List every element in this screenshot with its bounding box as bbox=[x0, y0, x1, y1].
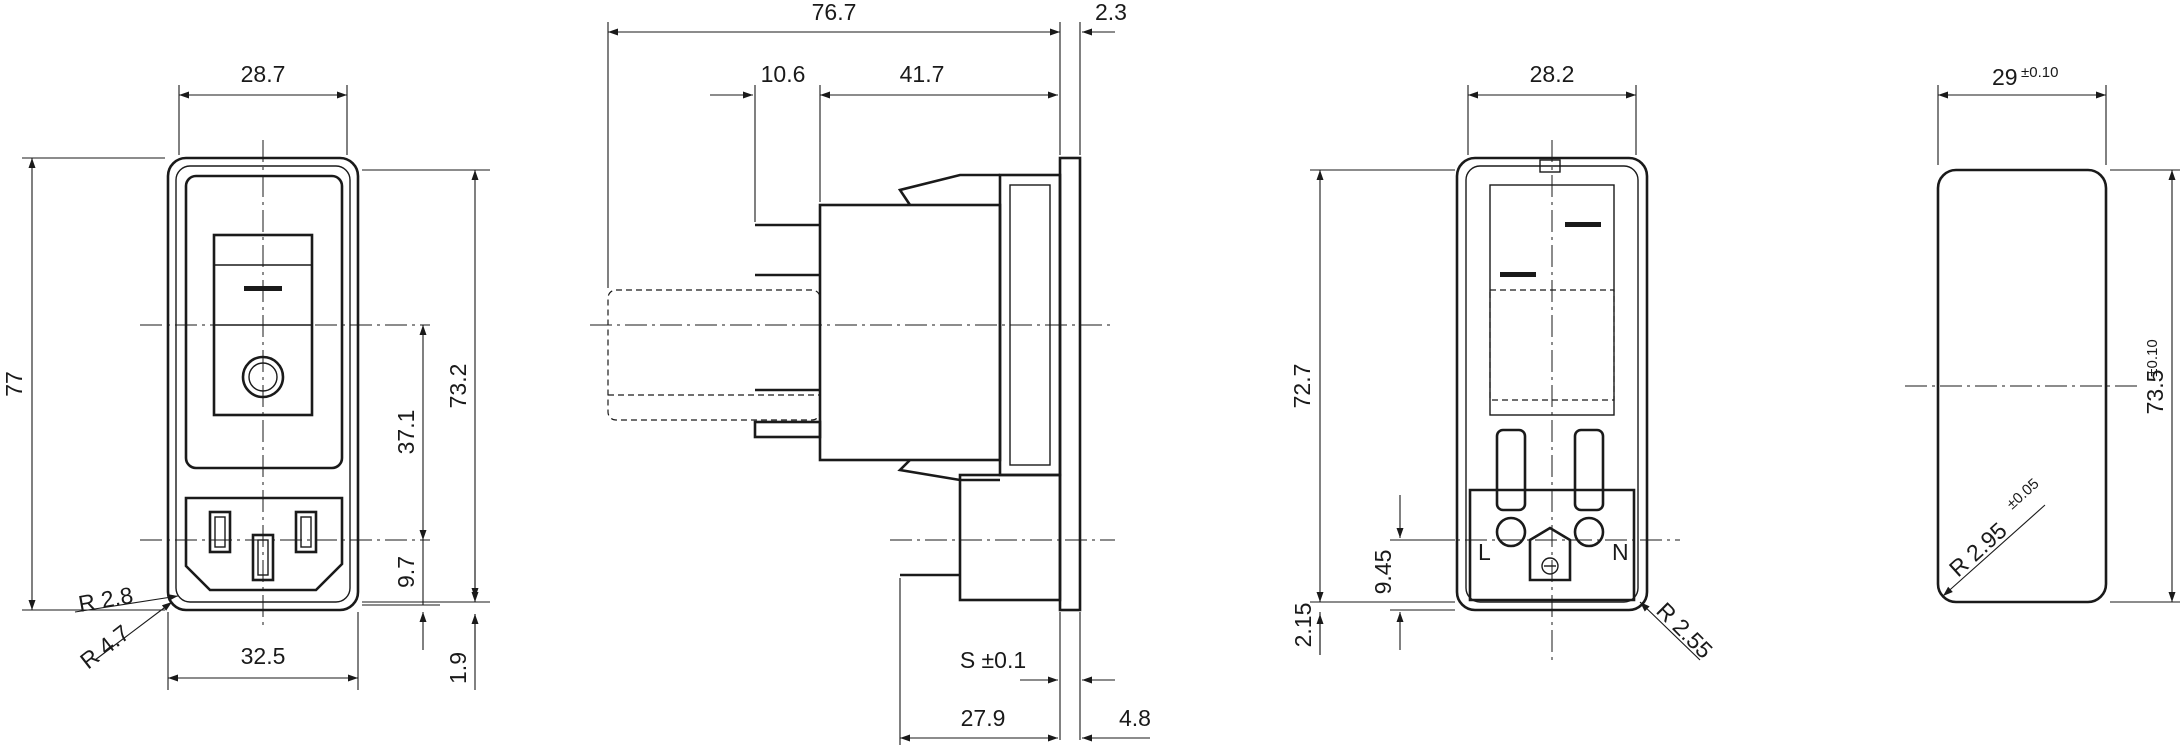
side-view: 76.7 2.3 10.6 41.7 S ±0.1 27.9 4.8 bbox=[590, 0, 1151, 745]
iec-inlet bbox=[184, 496, 344, 592]
terminal-l-clip[interactable] bbox=[1495, 428, 1527, 512]
front-height-label: 77 bbox=[1, 371, 27, 397]
cutout-height-label: 73.5 bbox=[2142, 370, 2168, 415]
side-lower-section bbox=[958, 473, 1062, 602]
cutout-width-label: 29 bbox=[1992, 64, 2018, 90]
panel-cutout-view: 29 ±0.10 73.5 ±0.10 R 2.95 ±0.05 bbox=[1905, 64, 2180, 604]
rear-mark-top bbox=[1565, 222, 1601, 227]
cutout-radius-tol: ±0.05 bbox=[2003, 475, 2042, 513]
cutout-height-tol: ±0.10 bbox=[2144, 339, 2161, 376]
extension-dashed bbox=[607, 289, 821, 421]
rear-mark-mid bbox=[1500, 272, 1536, 277]
terminal-n-screw bbox=[1573, 516, 1605, 548]
terminal-n-clip[interactable] bbox=[1573, 428, 1605, 512]
inlet-pin-right bbox=[294, 510, 318, 554]
side-length-label: 76.7 bbox=[812, 0, 857, 25]
cutout-width-tol: ±0.10 bbox=[2021, 64, 2058, 81]
front-low-height-label: 9.7 bbox=[393, 556, 419, 588]
front-inner-height-label: 73.2 bbox=[445, 364, 471, 409]
front-radius-large-label: R 4.7 bbox=[75, 620, 134, 674]
front-radius-small-label: R 2.8 bbox=[76, 582, 135, 617]
rear-connector-body bbox=[1468, 488, 1636, 602]
front-base-width-label: 32.5 bbox=[241, 643, 286, 669]
side-main-body bbox=[818, 203, 1002, 462]
switch-panel bbox=[184, 174, 344, 470]
earth-terminal bbox=[1528, 526, 1572, 582]
terminal-l-label: L bbox=[1478, 539, 1491, 565]
terminal-n-label: N bbox=[1612, 539, 1629, 565]
side-flange-label: 2.3 bbox=[1095, 0, 1127, 25]
rear-view: L N 28.2 72.7 9.45 2.15 R 2.55 bbox=[1289, 61, 1718, 663]
terminal-l-screw bbox=[1495, 516, 1527, 548]
panel-cutout bbox=[1936, 168, 2108, 604]
front-mid-height-label: 37.1 bbox=[393, 410, 419, 455]
side-lip-label: 4.8 bbox=[1119, 705, 1151, 731]
snap-latch-bottom bbox=[897, 459, 1000, 482]
rear-radius-label: R 2.55 bbox=[1651, 597, 1717, 663]
mounting-flange[interactable] bbox=[1058, 156, 1082, 612]
side-panel-thickness-label: S ±0.1 bbox=[960, 647, 1026, 673]
rear-width-label: 28.2 bbox=[1530, 61, 1575, 87]
side-offset-label: 10.6 bbox=[761, 61, 806, 87]
front-width-label: 28.7 bbox=[241, 61, 286, 87]
front-view: 28.7 77 73.2 37.1 9.7 1.9 32.5 R 2.8 bbox=[1, 61, 490, 690]
front-bottom-offset-label: 1.9 bbox=[445, 652, 471, 684]
inlet-pin-left bbox=[208, 510, 232, 554]
cutout-radius-label: R 2.95 bbox=[1944, 517, 2012, 582]
side-depth-label: 41.7 bbox=[900, 61, 945, 87]
rear-offset-b-label: 2.15 bbox=[1290, 603, 1316, 648]
rear-offset-a-label: 9.45 bbox=[1370, 550, 1396, 595]
side-rear-depth-label: 27.9 bbox=[961, 705, 1006, 731]
snap-latch-top bbox=[897, 173, 1000, 206]
terminal-lower bbox=[753, 420, 822, 439]
rear-height-label: 72.7 bbox=[1289, 364, 1315, 409]
